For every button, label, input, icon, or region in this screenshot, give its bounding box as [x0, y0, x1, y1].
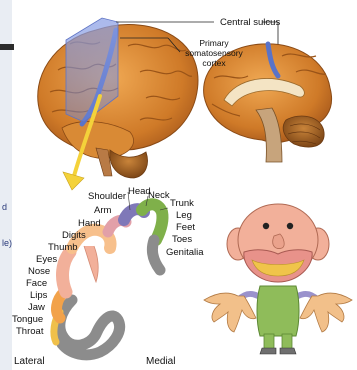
label-feet: Feet	[176, 222, 195, 233]
label-leg: Leg	[176, 210, 192, 221]
label-nose: Nose	[28, 266, 50, 277]
label-thumb: Thumb	[48, 242, 78, 253]
label-trunk: Trunk	[170, 198, 194, 209]
right-eye	[287, 223, 293, 229]
label-neck: Neck	[148, 190, 170, 201]
right-leg	[282, 334, 292, 350]
cortical-strip	[54, 192, 168, 355]
label-lips: Lips	[30, 290, 48, 301]
label-eyes: Eyes	[36, 254, 57, 265]
label-shoulder: Shoulder	[88, 191, 126, 202]
left-hand	[204, 293, 256, 332]
left-leg	[264, 334, 274, 350]
lateral-brain	[38, 18, 198, 178]
right-hand	[300, 293, 352, 332]
primary-label-line1: Primary	[199, 38, 229, 48]
primary-label-line3: cortex	[202, 58, 226, 68]
label-digits: Digits	[62, 230, 86, 241]
primary-label-line2: somatosensory	[185, 48, 243, 58]
label-hand: Hand	[78, 218, 101, 229]
label-face: Face	[26, 278, 47, 289]
label-throat: Throat	[16, 326, 44, 337]
label-jaw: Jaw	[28, 302, 45, 313]
label-tongue: Tongue	[12, 314, 43, 325]
label-genitalia: Genitalia	[166, 247, 204, 258]
left-eye	[263, 223, 269, 229]
trunk	[257, 286, 299, 336]
right-foot	[280, 348, 296, 354]
homunculus-figure	[204, 204, 352, 354]
central-sulcus-label: Central sulcus	[220, 17, 280, 28]
left-foot	[260, 348, 276, 354]
label-arm: Arm	[94, 205, 112, 216]
medial-label: Medial	[146, 356, 175, 367]
lateral-label: Lateral	[14, 356, 45, 367]
label-toes: Toes	[172, 234, 192, 245]
